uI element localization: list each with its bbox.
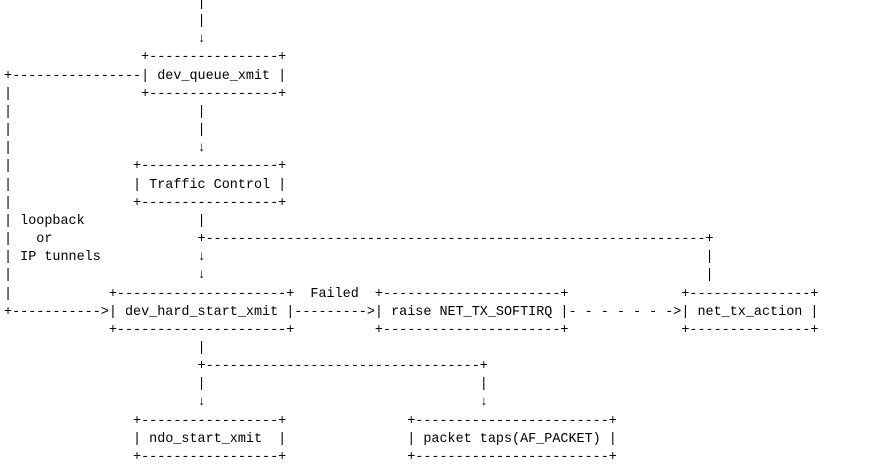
diagram-line: +-----------------+ +-------------------… — [4, 449, 617, 465]
diagram-line: | — [4, 14, 206, 30]
diagram-line: +----------------+ — [4, 50, 287, 66]
diagram-line: | | — [4, 377, 488, 393]
diagram-line: | — [4, 0, 206, 11]
diagram-line: +----------------------------------+ — [4, 359, 488, 375]
diagram-line: | +-----------------+ — [4, 159, 287, 175]
diagram-line: | +---------------------+ Failed +------… — [4, 286, 819, 302]
diagram-line: ↓ ↓ — [4, 395, 488, 411]
diagram-line: | | Traffic Control | — [4, 177, 287, 193]
diagram-line: | loopback | — [4, 213, 206, 229]
diagram-line: | | — [4, 104, 206, 120]
diagram-line: | +----------------+ — [4, 86, 287, 102]
diagram-line: +----------------| dev_queue_xmit | — [4, 68, 287, 84]
diagram-line: | or +----------------------------------… — [4, 232, 714, 248]
diagram-line: | IP tunnels ↓ | — [4, 250, 714, 266]
diagram-line: | ↓ | — [4, 268, 714, 284]
diagram-line: | — [4, 340, 206, 356]
diagram-line: | | — [4, 123, 206, 139]
diagram-line: +----------->| dev_hard_start_xmit |----… — [4, 304, 819, 320]
diagram-line: | ↓ — [4, 141, 206, 157]
diagram-line: | +-----------------+ — [4, 195, 287, 211]
diagram-line: +-----------------+ +-------------------… — [4, 413, 617, 429]
diagram-line: | ndo_start_xmit | | packet taps(AF_PACK… — [4, 431, 617, 447]
diagram-line: +---------------------+ +---------------… — [4, 322, 819, 338]
network-tx-path-diagram: | | ↓ +----------------+ +--------------… — [4, 0, 818, 467]
diagram-line: ↓ — [4, 32, 206, 48]
